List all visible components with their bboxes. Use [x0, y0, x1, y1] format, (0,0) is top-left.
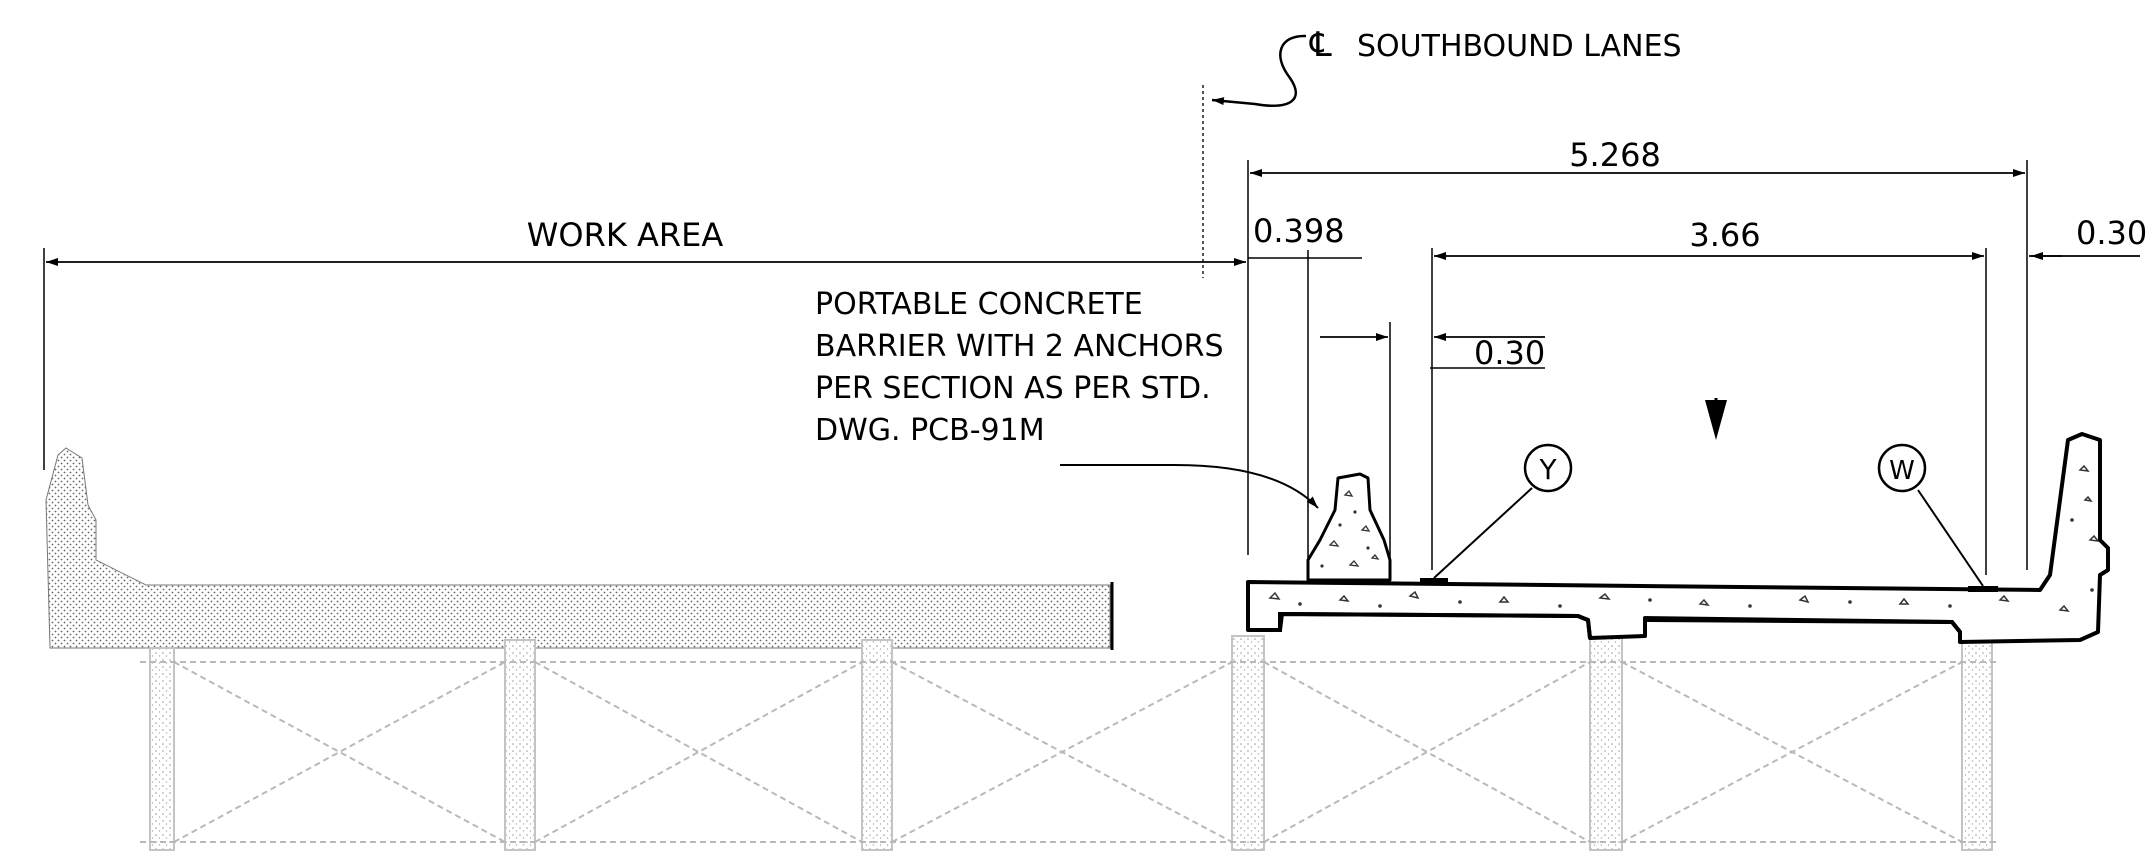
barrier-note: PORTABLE CONCRETE BARRIER WITH 2 ANCHORS… [815, 287, 1319, 509]
marker-w-label: W [1889, 456, 1915, 486]
new-deck-slab [1246, 432, 2110, 644]
portable-concrete-barrier [1306, 472, 1392, 582]
centerline-leader [1211, 34, 1307, 107]
centerline-callout: ℄ SOUTHBOUND LANES [1202, 25, 1682, 278]
pavement-marking-w [1968, 586, 1998, 592]
dimension-right-shoulder-label: 0.30 [2076, 214, 2147, 252]
lane-marker-w: W [1877, 443, 1998, 592]
barrier-note-leader [1060, 464, 1319, 509]
dimension-barrier-clearance-label: 0.30 [1474, 334, 1545, 372]
work-area-label: WORK AREA [527, 216, 724, 254]
centerline-symbol: ℄ [1309, 25, 1332, 65]
barrier-note-line-1: PORTABLE CONCRETE [815, 287, 1143, 322]
dimension-work-area: WORK AREA [43, 216, 1246, 470]
marker-y-label: Y [1538, 453, 1557, 486]
barrier-note-line-2: BARRIER WITH 2 ANCHORS [815, 329, 1224, 364]
barrier-note-line-3: PER SECTION AS PER STD. [815, 371, 1211, 406]
dimension-barrier-offset: 0.398 [1248, 212, 1362, 560]
lane-marker-y: Y [1420, 443, 1573, 584]
dimension-lane-width-label: 3.66 [1689, 216, 1760, 254]
pavement-marking-y [1420, 578, 1448, 584]
barrier-note-line-4: DWG. PCB-91M [815, 413, 1045, 448]
dimension-right-shoulder: 0.30 [2029, 214, 2147, 260]
dimension-overall-label: 5.268 [1569, 136, 1661, 174]
existing-deck-left [45, 447, 1114, 650]
dimension-barrier-offset-label: 0.398 [1253, 212, 1345, 250]
centerline-label: SOUTHBOUND LANES [1357, 29, 1682, 64]
dimension-overall: 5.268 [1247, 136, 2028, 570]
dimension-lane-width: 3.66 [1431, 216, 1987, 575]
traffic-direction-arrow [1705, 398, 1727, 440]
substructure [140, 635, 2000, 851]
dimension-barrier-clearance: 0.30 [1320, 322, 1545, 575]
